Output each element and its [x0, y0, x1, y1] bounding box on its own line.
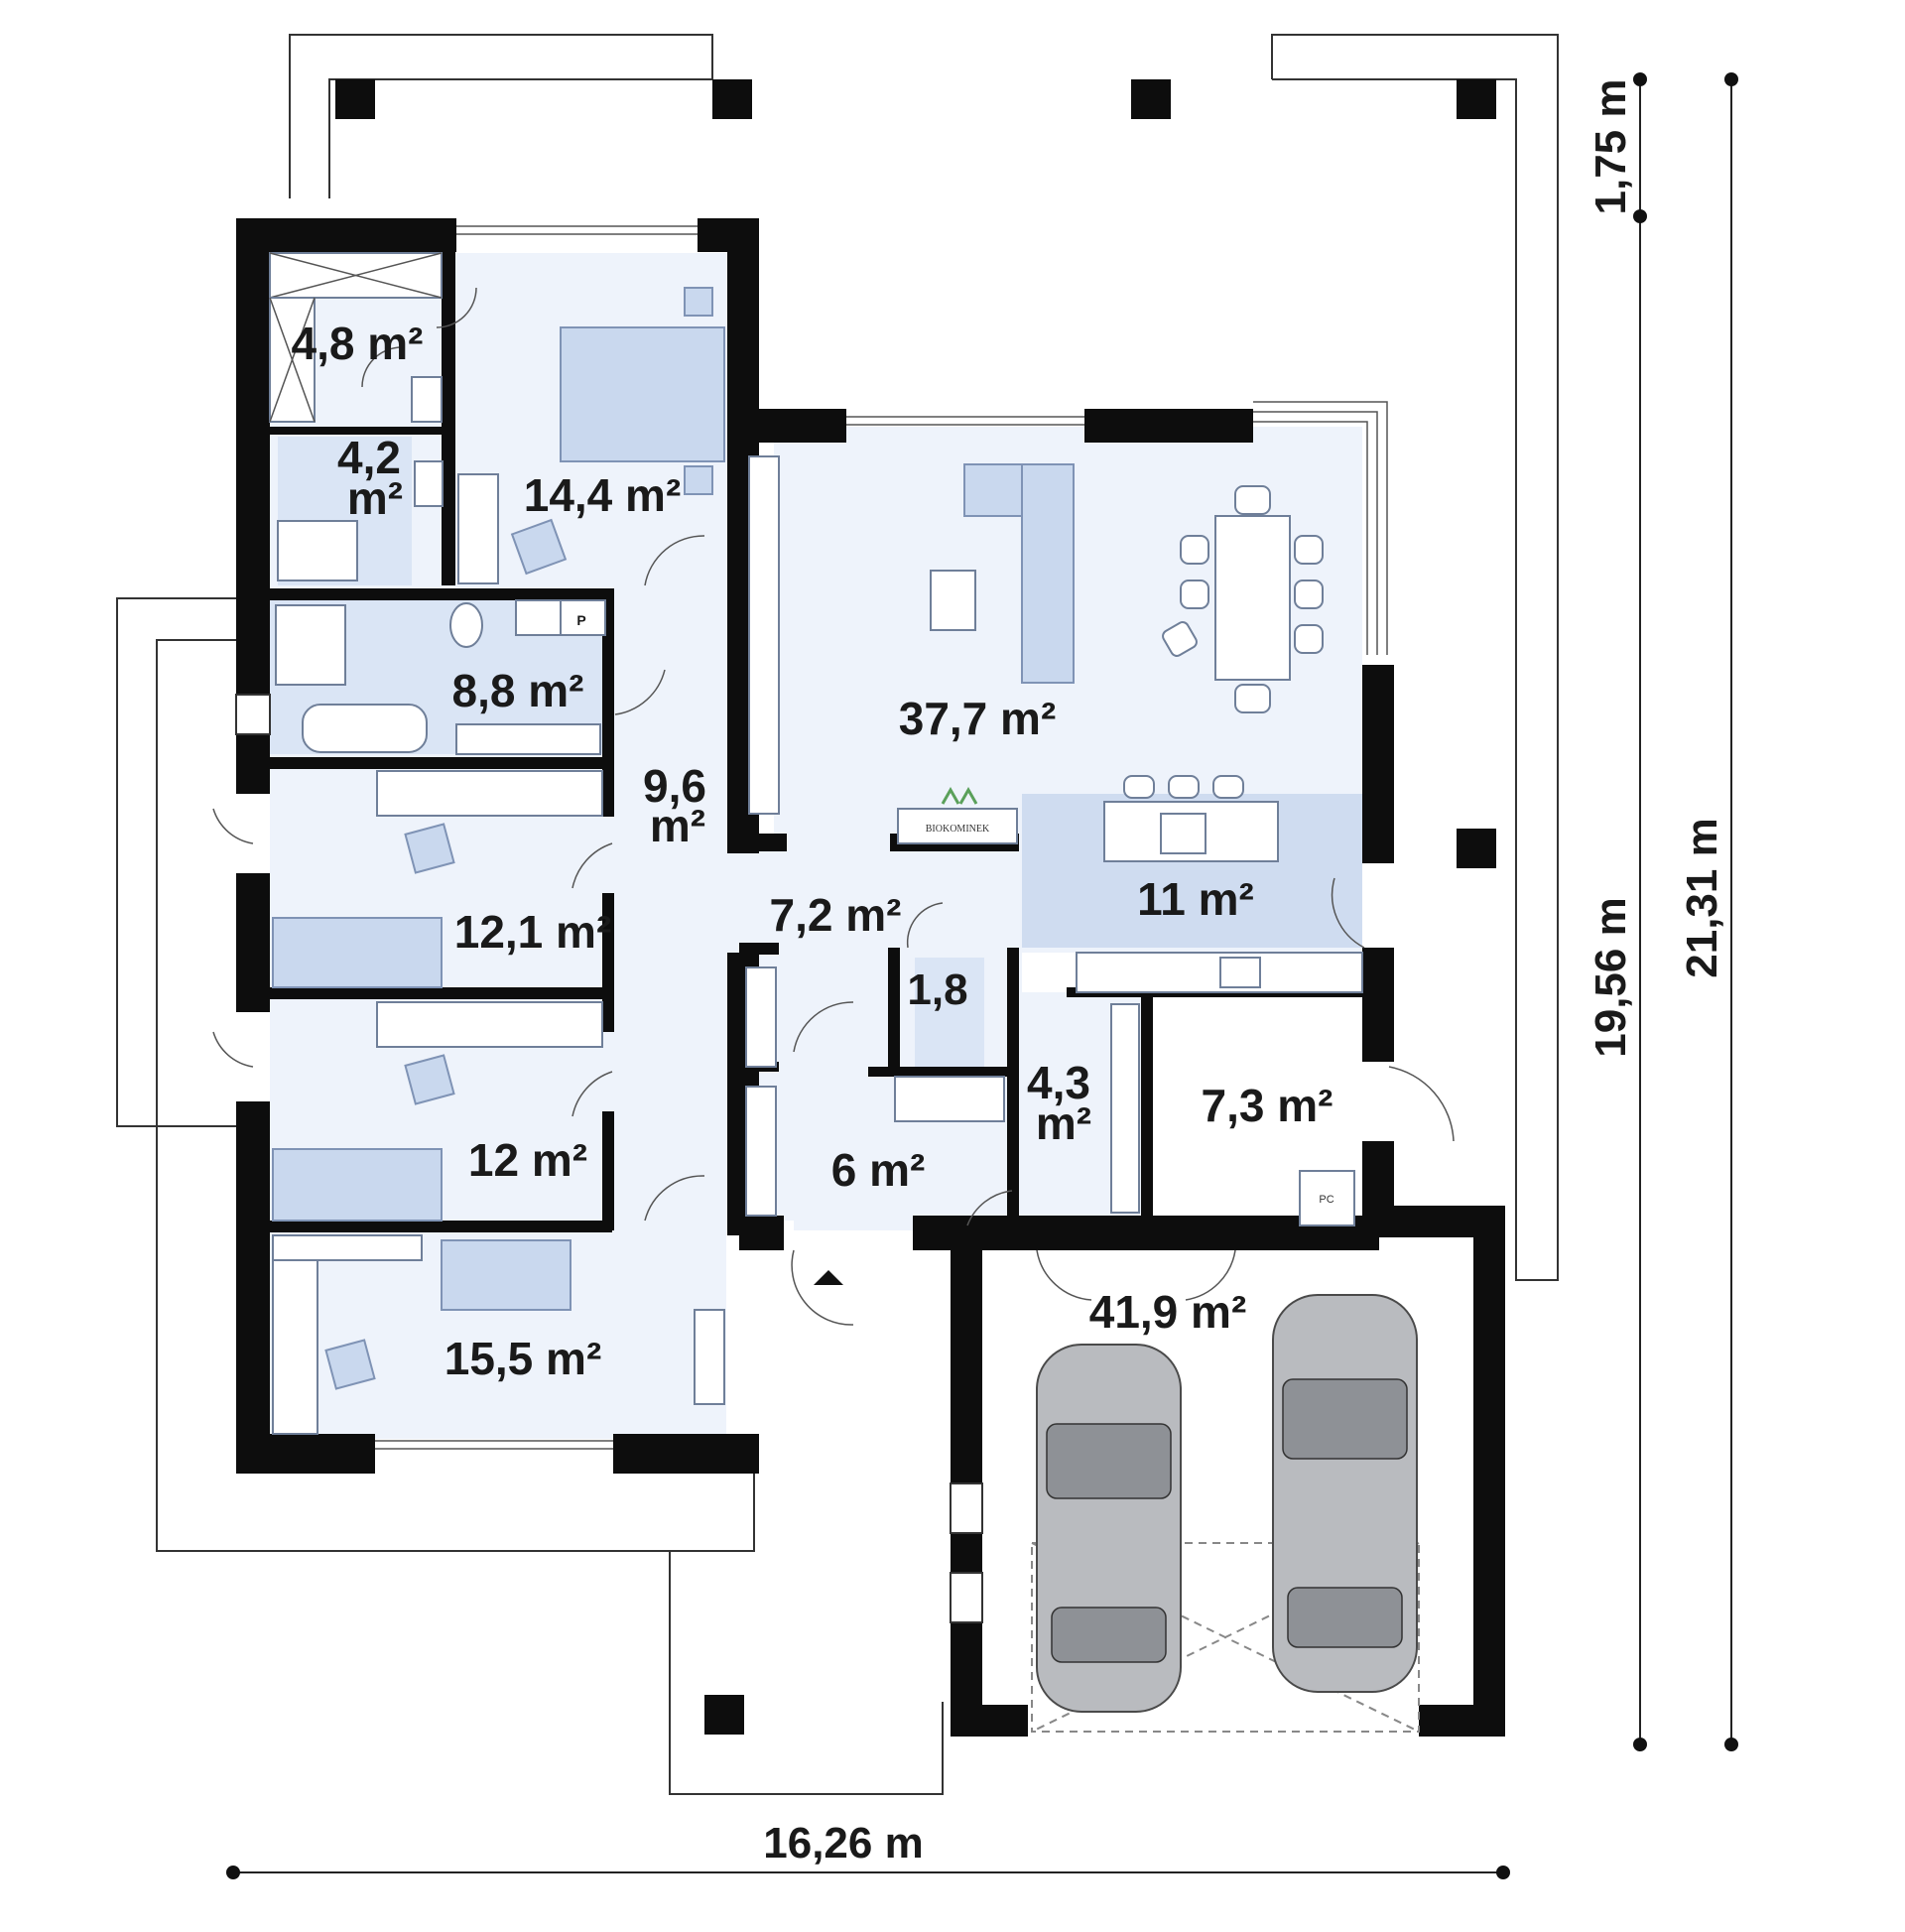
windows: [375, 225, 1388, 1450]
room-label-bedroom-2: 12,1 m²: [454, 906, 612, 958]
room-label-bathroom: 8,8 m²: [452, 665, 584, 716]
room-label-hall-center: 7,2 m²: [770, 889, 902, 941]
car-right: [1272, 1294, 1418, 1693]
master-bedroom-furniture: [457, 287, 725, 584]
hall-fittings: [745, 966, 1355, 1285]
room-label-office: 15,5 m²: [444, 1333, 602, 1384]
kitchen-furniture: [1076, 952, 1363, 993]
living-furniture: [748, 455, 1324, 862]
car-left: [1036, 1344, 1182, 1713]
dimension-width: 16,26 m: [763, 1819, 923, 1868]
room-label-pantry-a: 4,3: [1027, 1057, 1090, 1108]
doors: [212, 287, 1455, 1326]
room-label-kitchen: 11 m²: [1137, 873, 1254, 925]
wardrobe-furniture: [269, 252, 444, 581]
bathroom-furniture: [275, 599, 606, 755]
room-label-wc-top-b: m²: [347, 472, 403, 524]
bath-p-label: P: [576, 612, 585, 628]
bedrooms-furniture: [272, 770, 725, 1435]
columns: [335, 79, 1496, 1735]
dimension-house-depth: 19,56 m: [1587, 897, 1635, 1057]
room-label-garage: 41,9 m²: [1089, 1286, 1247, 1338]
room-label-vestibule: 6 m²: [831, 1144, 926, 1196]
room-label-utility: 7,3 m²: [1202, 1080, 1334, 1131]
boiler-label: PC: [1319, 1194, 1334, 1206]
fireplace-label: BIOKOMINEK: [926, 824, 990, 835]
room-label-hall-a: 9,6: [643, 760, 706, 812]
room-label-hall-b: m²: [650, 800, 705, 851]
dimension-total-depth: 21,31 m: [1678, 818, 1726, 977]
dimension-lines: [226, 72, 1738, 1879]
room-label-wardrobe: 4,8 m²: [292, 318, 424, 369]
room-label-wc-top-a: 4,2: [337, 432, 401, 483]
room-label-master-bedroom: 14,4 m²: [524, 469, 682, 521]
room-label-bedroom-3: 12 m²: [468, 1134, 587, 1186]
room-label-wc-small: 1,8: [907, 966, 967, 1014]
roof-outline: [116, 34, 1559, 1795]
room-label-living: 37,7 m²: [899, 693, 1057, 744]
dimension-terrace: 1,75 m: [1587, 79, 1635, 215]
room-label-pantry-b: m²: [1036, 1097, 1091, 1149]
